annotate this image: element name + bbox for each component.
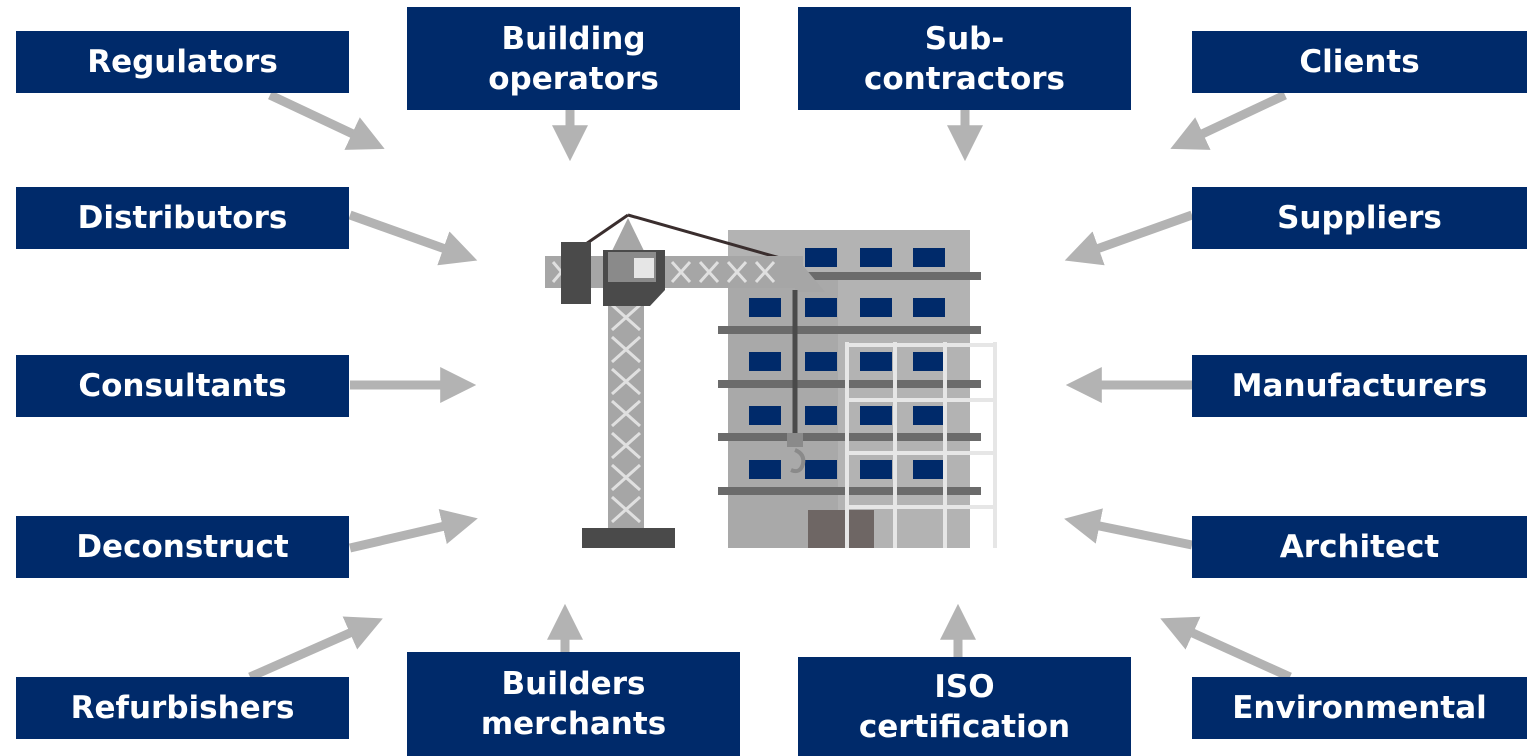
stakeholder-suppliers: Suppliers xyxy=(1192,187,1527,249)
arrow-regulators xyxy=(268,90,385,150)
building-door xyxy=(808,510,874,548)
label: Regulators xyxy=(87,44,278,80)
label: Architect xyxy=(1279,529,1440,565)
stakeholder-iso-certification: ISO certification xyxy=(798,657,1131,756)
label: Consultants xyxy=(78,368,287,404)
stakeholder-refurbishers: Refurbishers xyxy=(16,677,349,739)
label-line2: merchants xyxy=(480,706,667,742)
label-line2: operators xyxy=(488,60,659,97)
arrow-environmental xyxy=(1160,616,1292,682)
floor-slabs xyxy=(718,272,981,495)
stakeholder-building-operators: Building operators xyxy=(407,7,740,110)
stakeholder-builders-merchants: Builders merchants xyxy=(407,652,740,756)
label-line2: contractors xyxy=(863,60,1065,97)
stakeholder-environmental: Environmental xyxy=(1192,677,1527,739)
label: Clients xyxy=(1299,44,1420,80)
label: Deconstruct xyxy=(76,529,289,565)
label: Distributors xyxy=(77,200,288,236)
crane-jib xyxy=(545,213,825,306)
label: Environmental xyxy=(1232,690,1487,726)
stakeholder-manufacturers: Manufacturers xyxy=(1192,355,1527,417)
arrow-architect xyxy=(1064,508,1193,550)
stakeholder-consultants: Consultants xyxy=(16,355,349,417)
stakeholder-architect: Architect xyxy=(1192,516,1527,578)
label-line1: ISO xyxy=(934,668,995,705)
stakeholder-distributors: Distributors xyxy=(16,187,349,249)
arrow-clients xyxy=(1170,90,1287,150)
label-line2: certification xyxy=(858,708,1071,745)
stakeholder-regulators: Regulators xyxy=(16,31,349,93)
scaffolding xyxy=(845,342,997,548)
label: Suppliers xyxy=(1277,200,1442,236)
crane-hook xyxy=(787,290,806,474)
arrow-refurbishers xyxy=(248,616,383,682)
label: Manufacturers xyxy=(1231,368,1488,404)
stakeholder-clients: Clients xyxy=(1192,31,1527,93)
label-line1: Sub- xyxy=(924,20,1005,57)
arrow-distributors xyxy=(348,210,478,266)
crane-mast xyxy=(582,300,675,548)
label: Refurbishers xyxy=(70,690,295,726)
stakeholder-sub-contractors: Sub- contractors xyxy=(798,7,1131,110)
arrow-deconstruct xyxy=(348,508,478,553)
building-windows xyxy=(749,248,945,479)
stakeholder-deconstruct: Deconstruct xyxy=(16,516,349,578)
label-line1: Building xyxy=(501,20,646,57)
arrow-suppliers xyxy=(1064,210,1194,266)
label-line1: Builders xyxy=(501,666,646,702)
